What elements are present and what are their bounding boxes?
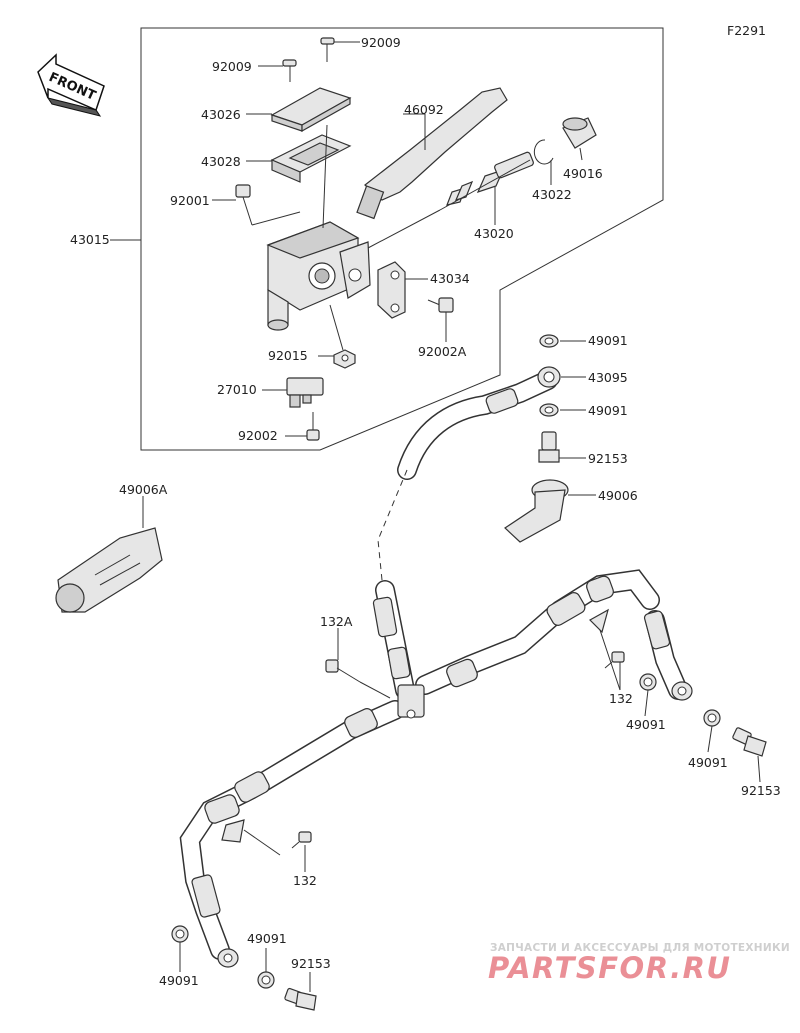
cap-49006 <box>504 479 569 543</box>
watermark-subtitle: ЗАПЧАСТИ И АКСЕССУАРЫ ДЛЯ МОТОТЕХНИКИ <box>490 942 790 954</box>
fitting-f <box>344 708 378 738</box>
label-132a: 132A <box>320 614 353 629</box>
label-92001: 92001 <box>170 193 210 208</box>
label-49006a: 49006A <box>119 482 168 497</box>
fitting-d <box>546 592 586 626</box>
banjo-bolt-right <box>732 727 767 757</box>
label-49091-right-a: 49091 <box>626 717 666 732</box>
watermark-brand: PARTSFOR.RU <box>488 951 731 985</box>
joint-49006a <box>55 527 163 613</box>
boot-49016 <box>562 117 597 149</box>
bolt-132-right <box>604 651 625 669</box>
label-43020: 43020 <box>474 226 514 241</box>
label-43015: 43015 <box>70 232 110 247</box>
holder-43034 <box>377 261 406 319</box>
label-43095: 43095 <box>588 370 628 385</box>
label-43028: 43028 <box>201 154 241 169</box>
stop-switch-27010 <box>286 377 324 408</box>
label-49091-upper-a: 49091 <box>588 333 628 348</box>
master-cylinder-body <box>266 221 371 331</box>
label-49016: 49016 <box>563 166 603 181</box>
diagram-code: F2291 <box>727 23 766 38</box>
bolt-132-left <box>291 831 312 849</box>
piston-kit <box>446 151 534 206</box>
bolt-132a <box>325 659 361 683</box>
screw-92009-left <box>282 59 297 82</box>
label-49091-upper-b: 49091 <box>588 403 628 418</box>
label-46092: 46092 <box>404 102 444 117</box>
label-132-left: 132 <box>293 873 317 888</box>
nut-92015 <box>333 349 356 369</box>
upper-hose-fitting <box>485 388 519 414</box>
bolt-92001 <box>235 184 253 226</box>
label-92153-upper: 92153 <box>588 451 628 466</box>
label-92002a: 92002A <box>418 344 467 359</box>
label-49091-left-b: 49091 <box>247 931 287 946</box>
fitting-j <box>643 610 671 650</box>
label-92002: 92002 <box>238 428 278 443</box>
fitting-h <box>204 794 240 824</box>
front-arrow-icon: FRONT <box>37 53 105 117</box>
label-49091-left-a: 49091 <box>159 973 199 988</box>
label-43022: 43022 <box>532 187 572 202</box>
fitting-i <box>191 874 221 918</box>
label-92009-left: 92009 <box>212 59 252 74</box>
label-43026: 43026 <box>201 107 241 122</box>
snap-ring <box>533 139 554 165</box>
clamp-right <box>589 608 609 634</box>
label-27010: 27010 <box>217 382 257 397</box>
screw-92009-right <box>320 37 335 62</box>
label-49006: 49006 <box>598 488 638 503</box>
three-way-joint <box>397 684 425 719</box>
fitting-e <box>586 575 614 603</box>
fitting-b <box>387 646 411 680</box>
fitting-g <box>234 771 270 803</box>
clamp-left <box>221 819 245 843</box>
brake-lever <box>364 87 508 201</box>
label-49091-right-b: 49091 <box>688 755 728 770</box>
label-92153-left: 92153 <box>291 956 331 971</box>
label-43034: 43034 <box>430 271 470 286</box>
label-92009-right: 92009 <box>361 35 401 50</box>
label-132-right: 132 <box>609 691 633 706</box>
banjo-bolt-left <box>284 987 317 1011</box>
screw-92002 <box>306 412 320 441</box>
bolt-92002a <box>427 297 454 313</box>
label-92153-right: 92153 <box>741 783 781 798</box>
label-92015: 92015 <box>268 348 308 363</box>
banjo-bolt-upper <box>538 431 560 463</box>
assembly-frame-43015 <box>140 27 664 451</box>
fitting-a <box>372 596 398 638</box>
fitting-c <box>446 658 478 688</box>
